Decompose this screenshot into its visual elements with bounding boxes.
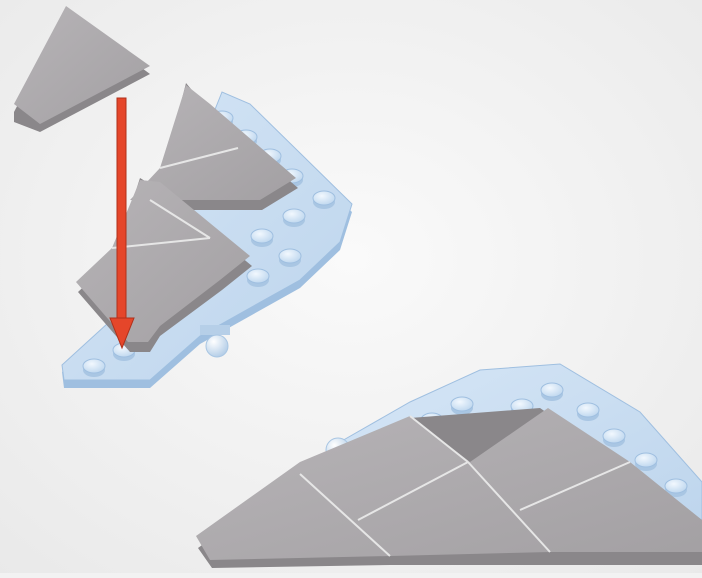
stud xyxy=(251,229,273,247)
stud xyxy=(247,269,269,287)
stud xyxy=(451,397,473,415)
stud xyxy=(541,383,563,401)
stud xyxy=(283,209,305,227)
stud xyxy=(279,249,301,267)
stud xyxy=(313,191,335,209)
stud xyxy=(603,429,625,447)
stud xyxy=(83,359,105,377)
stud xyxy=(635,453,657,471)
stud xyxy=(577,403,599,421)
